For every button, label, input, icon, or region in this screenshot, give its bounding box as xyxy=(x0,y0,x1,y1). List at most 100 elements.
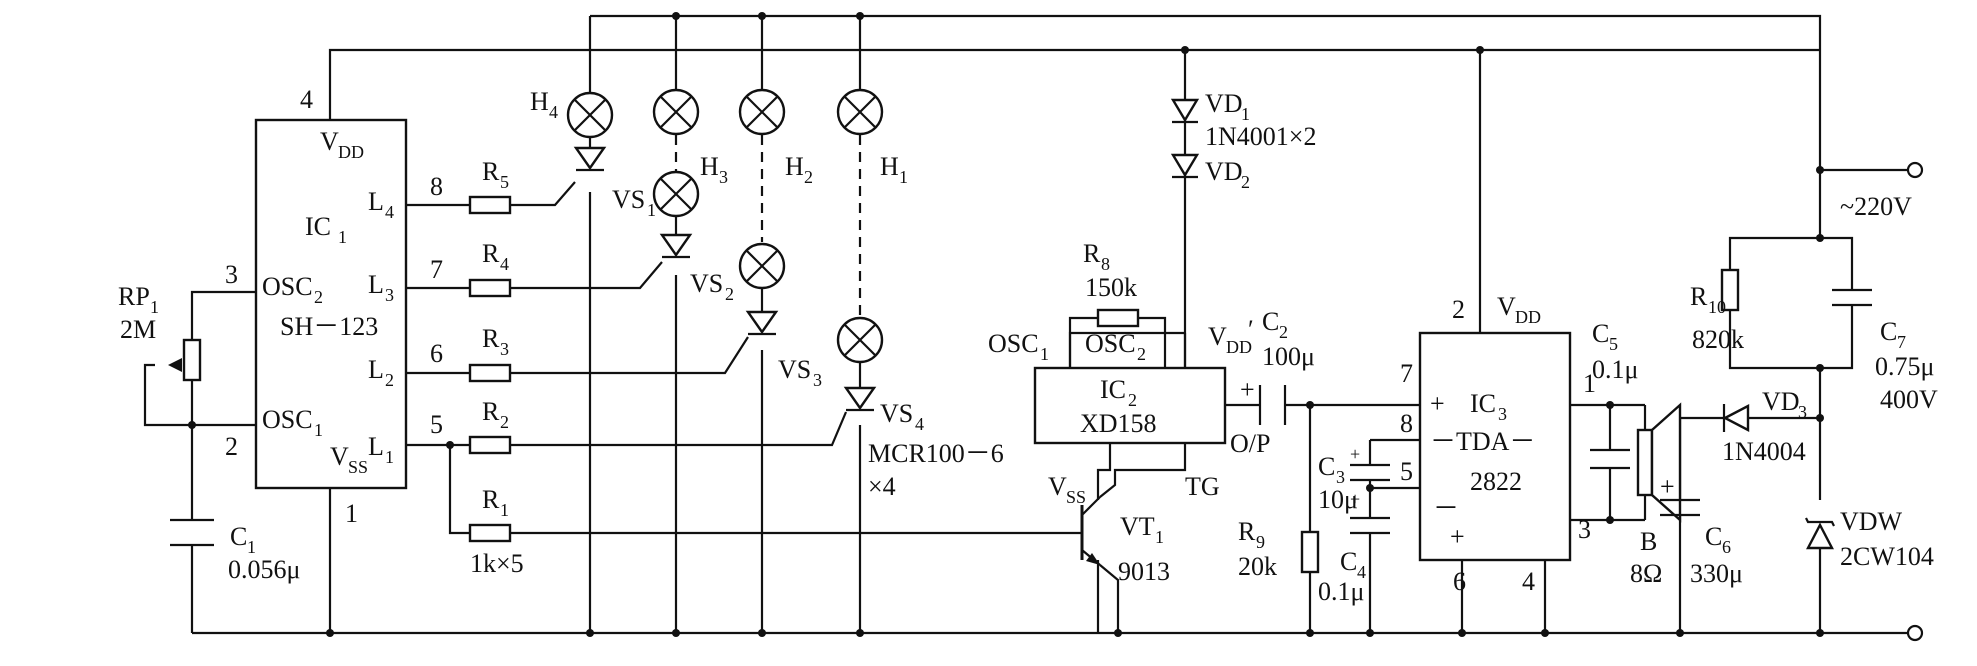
svg-text:OSC: OSC xyxy=(1085,329,1136,358)
svg-text:C: C xyxy=(1318,452,1335,481)
svg-text:330μ: 330μ xyxy=(1690,559,1743,588)
lamp-h3-lower xyxy=(652,170,700,218)
svg-text:2CW104: 2CW104 xyxy=(1840,542,1934,571)
svg-text:SH－123: SH－123 xyxy=(280,312,378,341)
svg-text:1: 1 xyxy=(500,500,509,520)
svg-text:B: B xyxy=(1640,527,1657,556)
svg-text:IC: IC xyxy=(305,212,331,241)
diode-vd3: VD3 1N4004 xyxy=(1722,387,1807,466)
svg-text:V: V xyxy=(330,442,349,471)
svg-text:2: 2 xyxy=(500,412,509,432)
svg-text:400V: 400V xyxy=(1880,385,1938,414)
svg-text:3: 3 xyxy=(1798,402,1807,422)
lamp-h2 xyxy=(738,88,786,136)
lamp-h1-lower xyxy=(836,316,884,364)
svg-text:1: 1 xyxy=(385,447,394,467)
svg-text:7: 7 xyxy=(1400,359,1413,388)
svg-text:2M: 2M xyxy=(120,315,156,344)
svg-text:V: V xyxy=(1208,322,1227,351)
svg-text:MCR100－6: MCR100－6 xyxy=(868,439,1004,468)
svg-text:8: 8 xyxy=(1400,409,1413,438)
svg-text:1: 1 xyxy=(1040,344,1049,364)
svg-text:1: 1 xyxy=(1241,104,1250,124)
diodes-vd1-vd2: VD1 1N4001×2 VD2 xyxy=(1170,89,1316,192)
svg-text:8: 8 xyxy=(1101,254,1110,274)
svg-text:6: 6 xyxy=(430,339,443,368)
svg-text:0.75μ: 0.75μ xyxy=(1875,352,1934,381)
svg-text:20k: 20k xyxy=(1238,552,1277,581)
svg-text:1: 1 xyxy=(345,499,358,528)
svg-text:3: 3 xyxy=(813,370,822,390)
svg-text:100μ: 100μ xyxy=(1262,342,1315,371)
terminal-top xyxy=(1906,161,1924,179)
svg-text:×4: ×4 xyxy=(868,472,896,501)
svg-text:3: 3 xyxy=(500,339,509,359)
svg-text:9: 9 xyxy=(1256,532,1265,552)
svg-text:3: 3 xyxy=(225,260,238,289)
svg-text:RP: RP xyxy=(118,282,150,311)
svg-text:2: 2 xyxy=(314,287,323,307)
svg-text:3: 3 xyxy=(719,167,728,187)
svg-text:VD: VD xyxy=(1205,157,1243,186)
lamp-h4 xyxy=(566,91,614,139)
svg-text:+: + xyxy=(1350,489,1360,509)
svg-text:2: 2 xyxy=(1241,172,1250,192)
svg-text:2: 2 xyxy=(1452,295,1465,324)
svg-text:+: + xyxy=(1660,472,1675,501)
svg-text:2: 2 xyxy=(804,167,813,187)
svg-text:OSC: OSC xyxy=(262,272,313,301)
speaker-b: B 8Ω xyxy=(1630,402,1682,588)
svg-text:2: 2 xyxy=(725,284,734,304)
svg-text:L: L xyxy=(368,432,384,461)
svg-text:3: 3 xyxy=(1578,515,1591,544)
svg-text:+: + xyxy=(1450,522,1465,551)
svg-text:VD: VD xyxy=(1762,387,1800,416)
svg-text:1: 1 xyxy=(1155,527,1164,547)
svg-text:+: + xyxy=(1430,389,1445,418)
svg-text:3: 3 xyxy=(1498,404,1507,424)
scr-vs2 xyxy=(659,233,693,259)
svg-text:V: V xyxy=(1048,472,1067,501)
svg-text:R: R xyxy=(482,239,500,268)
svg-text:IC: IC xyxy=(1470,389,1496,418)
svg-text:VS: VS xyxy=(612,185,645,214)
svg-text:′: ′ xyxy=(1248,315,1254,344)
svg-text:8: 8 xyxy=(430,172,443,201)
svg-text:R: R xyxy=(482,324,500,353)
svg-text:C: C xyxy=(1262,307,1279,336)
svg-text:1: 1 xyxy=(1583,369,1596,398)
svg-text:5: 5 xyxy=(1400,457,1413,486)
svg-text:2: 2 xyxy=(385,370,394,390)
svg-text:SS: SS xyxy=(1066,487,1086,507)
svg-text:4: 4 xyxy=(1357,562,1366,582)
svg-text:VD: VD xyxy=(1205,89,1243,118)
svg-text:OSC: OSC xyxy=(262,405,313,434)
wiring xyxy=(143,14,1912,635)
svg-text:VS: VS xyxy=(690,269,723,298)
svg-text:0.1μ: 0.1μ xyxy=(1318,577,1364,606)
svg-text:H: H xyxy=(785,152,804,181)
lamp-h2-lower xyxy=(738,242,786,290)
svg-text:R: R xyxy=(1690,282,1708,311)
svg-text:DD: DD xyxy=(1515,307,1541,327)
svg-text:R: R xyxy=(482,485,500,514)
svg-text:L: L xyxy=(368,355,384,384)
svg-text:1N4004: 1N4004 xyxy=(1722,437,1806,466)
svg-text:+: + xyxy=(1240,375,1255,404)
svg-text:O/P: O/P xyxy=(1230,429,1270,458)
svg-text:C: C xyxy=(1705,522,1722,551)
scr-vs3 xyxy=(745,310,779,336)
svg-text:H: H xyxy=(530,87,549,116)
svg-text:5: 5 xyxy=(500,172,509,192)
svg-text:3: 3 xyxy=(1336,467,1345,487)
